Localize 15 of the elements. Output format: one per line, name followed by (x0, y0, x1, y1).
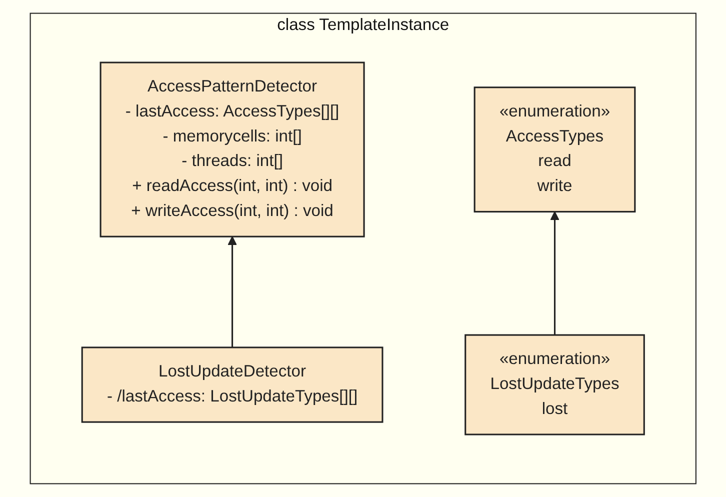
node-label: write (537, 178, 572, 196)
node-label: AccessPatternDetector (147, 78, 317, 96)
node-label: «enumeration» (499, 102, 610, 121)
class-box: «enumeration» AccessTypes read write (474, 86, 636, 212)
node-label: - threads: int[] (181, 152, 283, 170)
class-box: AccessPatternDetector - lastAccess: AccessTypes[][] - memorycells: int[] - threads: int[] + readAccess(int, int) : void + writeAccess(int, int) : void (100, 62, 365, 238)
node-label: + readAccess(int, int) : void (132, 178, 332, 196)
node-label: + writeAccess(int, int) : void (131, 202, 334, 220)
node-label: read (538, 152, 572, 170)
frame-title: class TemplateInstance (276, 16, 449, 34)
class-box: LostUpdateDetector - /lastAccess: LostUpdateTypes[][] (81, 346, 384, 423)
class-box: «enumeration» LostUpdateTypes lost (464, 334, 645, 436)
node-label: AccessTypes (506, 128, 604, 146)
node-label: - memorycells: int[] (162, 128, 302, 146)
node-label: - lastAccess: AccessTypes[][] (125, 102, 340, 121)
